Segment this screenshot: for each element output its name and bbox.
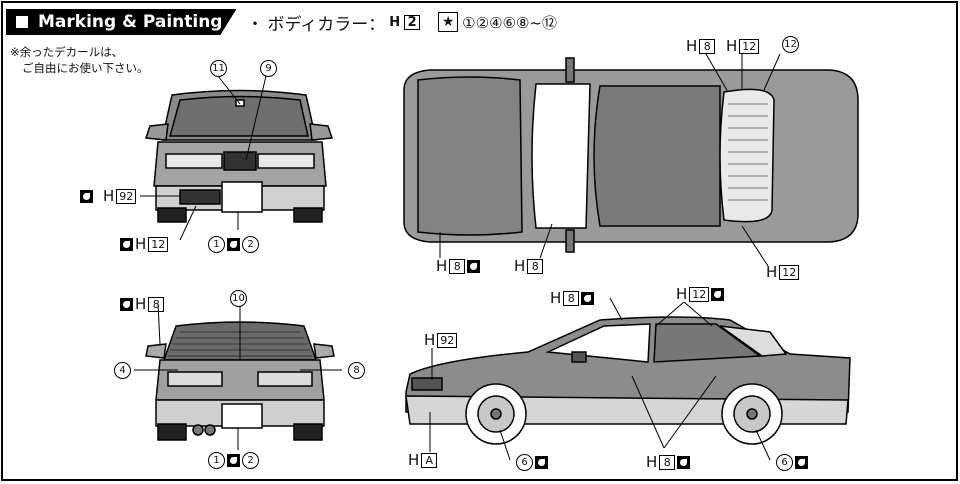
front-plate-decals: 1 2 [208,236,259,253]
front-callout-11: 11 [210,60,227,77]
front-callout-9: 9 [260,60,277,77]
decal-icon [795,456,808,469]
body-color-label: ボディカラー： [267,14,386,35]
bullet: ・ [246,14,264,35]
square-icon [16,16,28,28]
rear-view-drawing [145,321,335,441]
note-line-2: ご自由にお使い下さい。 [22,61,149,75]
star-icon: ★ [438,12,459,32]
decal-icon [227,238,240,251]
front-view-drawing [144,89,334,223]
decal-icon [581,291,595,305]
side-wheel-rear-decal: 6 [776,454,808,471]
header-title-bar: Marking & Painting [6,9,237,35]
top-callout-12: 12 [782,36,799,53]
body-color-code: 2 [404,14,421,30]
rear-plate-decals: 1 2 [208,452,259,469]
decal-icon [120,237,133,251]
header: Marking & Painting ・ ボディカラー： H 2 ★ ①②④⑥⑧… [6,9,557,35]
side-wheel-front-decal: 6 [516,454,548,471]
header-title: Marking & Painting [38,12,223,32]
side-view-drawing [405,316,851,445]
decal-icon [711,287,725,301]
body-color-prefix: H [389,14,401,30]
decal-icon [467,259,481,273]
rear-callout-8: 8 [348,362,365,379]
top-view-drawing [403,57,859,253]
leader-lines [134,53,781,461]
decal-icon [120,297,133,311]
decal-icon [227,454,240,467]
decal-icon [80,189,93,203]
decal-icon [535,456,548,469]
body-color-spec: ・ ボディカラー： H 2 ★ ①②④⑥⑧~⑫ [246,10,557,35]
marked-parts: ①②④⑥⑧~⑫ [462,13,557,32]
decal-icon [677,455,691,469]
rear-callout-10: 10 [230,290,247,307]
note-line-1: ※余ったデカールは、 [10,45,124,59]
decal-note: ※余ったデカールは、 ご自由にお使い下さい。 [10,44,149,76]
rear-callout-4: 4 [114,362,131,379]
